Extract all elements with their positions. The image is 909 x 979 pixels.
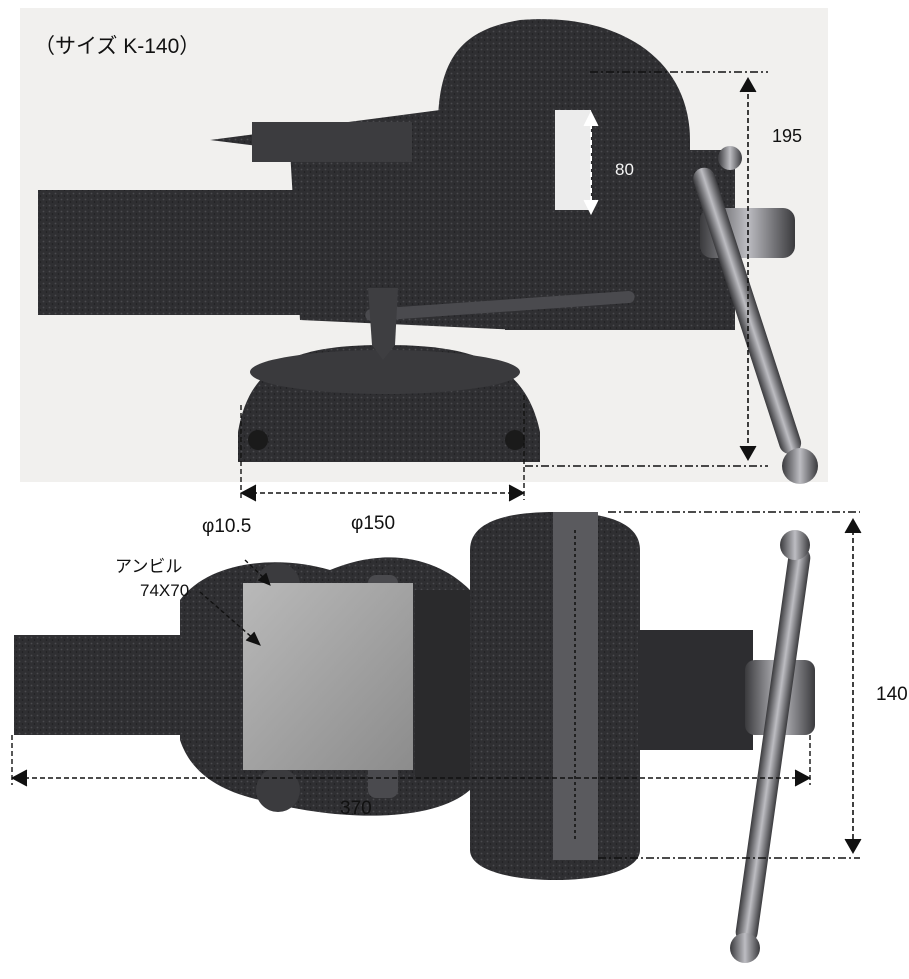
top-view-photo (14, 512, 815, 963)
anvil-size-label: 74X70 (140, 581, 190, 600)
handle-ball-a (780, 530, 810, 560)
dim-195-arrow-top (739, 76, 757, 93)
dim-370-arrow-right (794, 769, 812, 787)
base-plate (250, 350, 520, 394)
height-label: 195 (772, 126, 803, 146)
handle-ball-top (718, 146, 742, 170)
side-view-photo (20, 8, 828, 484)
bolt-hole-right (505, 430, 525, 450)
ear-bottom-left (256, 768, 300, 812)
dim-195-arrow-bottom (739, 445, 757, 462)
rear-jaw (438, 19, 690, 175)
dimension-lines (10, 71, 862, 859)
handle-ball-bottom (782, 448, 818, 484)
anvil-plate (243, 583, 413, 770)
jaw-opening-label: 80 (615, 160, 634, 179)
handle-bar (693, 167, 802, 455)
total-length-label: 370 (340, 798, 372, 819)
slide-bar (38, 190, 308, 315)
anvil-label: アンビル (115, 557, 183, 576)
dim-370-arrow-left (10, 769, 28, 787)
anvil-leader (199, 591, 256, 641)
bolt-hole-label: φ10.5 (202, 516, 252, 537)
handle-bar-top (735, 546, 811, 944)
lock-knob (368, 288, 398, 360)
dim-140-arrow-bottom (844, 838, 862, 855)
size-title: （サイズ K-140） (34, 35, 201, 58)
bolt-hole-left (248, 430, 268, 450)
swivel-lock-lever (365, 291, 635, 321)
base-diameter-label: φ150 (351, 513, 396, 534)
dim-150-arrow-left (239, 484, 257, 502)
dim-80-arrow-bottom (583, 199, 599, 216)
dim-105-arrow (257, 572, 271, 586)
dim-140-arrow-top (844, 517, 862, 534)
anvil-arrow (245, 631, 261, 646)
jaw-width-label: 140 (876, 684, 908, 705)
dim-80-arrow-top (583, 110, 599, 127)
anvil-top (252, 122, 412, 162)
jaw-gap (555, 110, 591, 210)
body-top (415, 590, 475, 780)
handle-ball-b (730, 933, 760, 963)
front-jaw-top (638, 630, 753, 750)
dim-150-arrow-right (508, 484, 526, 502)
